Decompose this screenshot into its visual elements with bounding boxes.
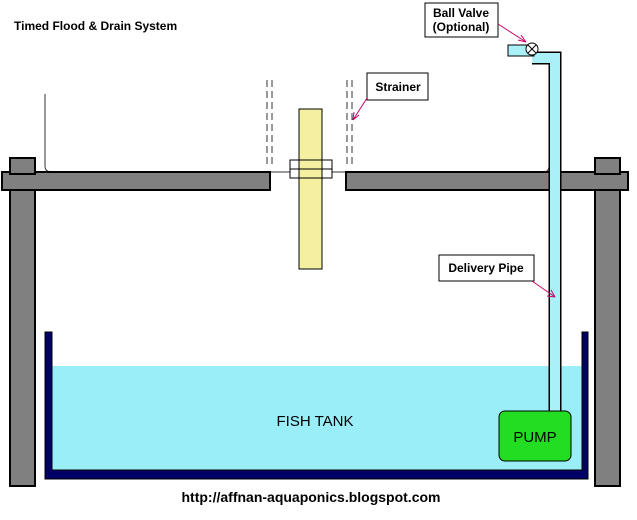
- pump-label: PUMP: [513, 429, 556, 446]
- fish-tank-label: FISH TANK: [277, 413, 354, 430]
- fish-tank-walls: [44, 331, 589, 480]
- diagram-title: Timed Flood & Drain System: [14, 19, 177, 33]
- stand-right-cap: [594, 157, 621, 175]
- stand-left-cap: [9, 157, 36, 175]
- ball-valve-callout-arrow: [497, 23, 527, 43]
- delivery-pipe-label: Delivery Pipe: [448, 261, 524, 275]
- delivery-pipe-callout-box: [438, 254, 535, 282]
- fish-tank-water: [52, 366, 582, 470]
- stand-right-leg: [594, 188, 621, 487]
- delivery-pipe: [532, 53, 560, 412]
- standpipe: [298, 108, 323, 270]
- strainer-label: Strainer: [375, 80, 421, 94]
- delivery-pipe-callout-arrow: [531, 280, 556, 298]
- ball-valve-sublabel: (Optional): [433, 20, 490, 34]
- ball-valve-label: Ball Valve: [433, 6, 489, 20]
- ball-valve-callout-box: [424, 2, 499, 38]
- stand-beam-left: [1, 171, 271, 191]
- footer-url: http://affnan-aquaponics.blogspot.com: [182, 489, 441, 505]
- strainer-callout-arrow: [352, 97, 368, 121]
- strainer-callout-box: [366, 72, 429, 101]
- stand-left-leg: [9, 188, 36, 487]
- stand-beam-right: [345, 171, 629, 191]
- pump: [498, 410, 572, 462]
